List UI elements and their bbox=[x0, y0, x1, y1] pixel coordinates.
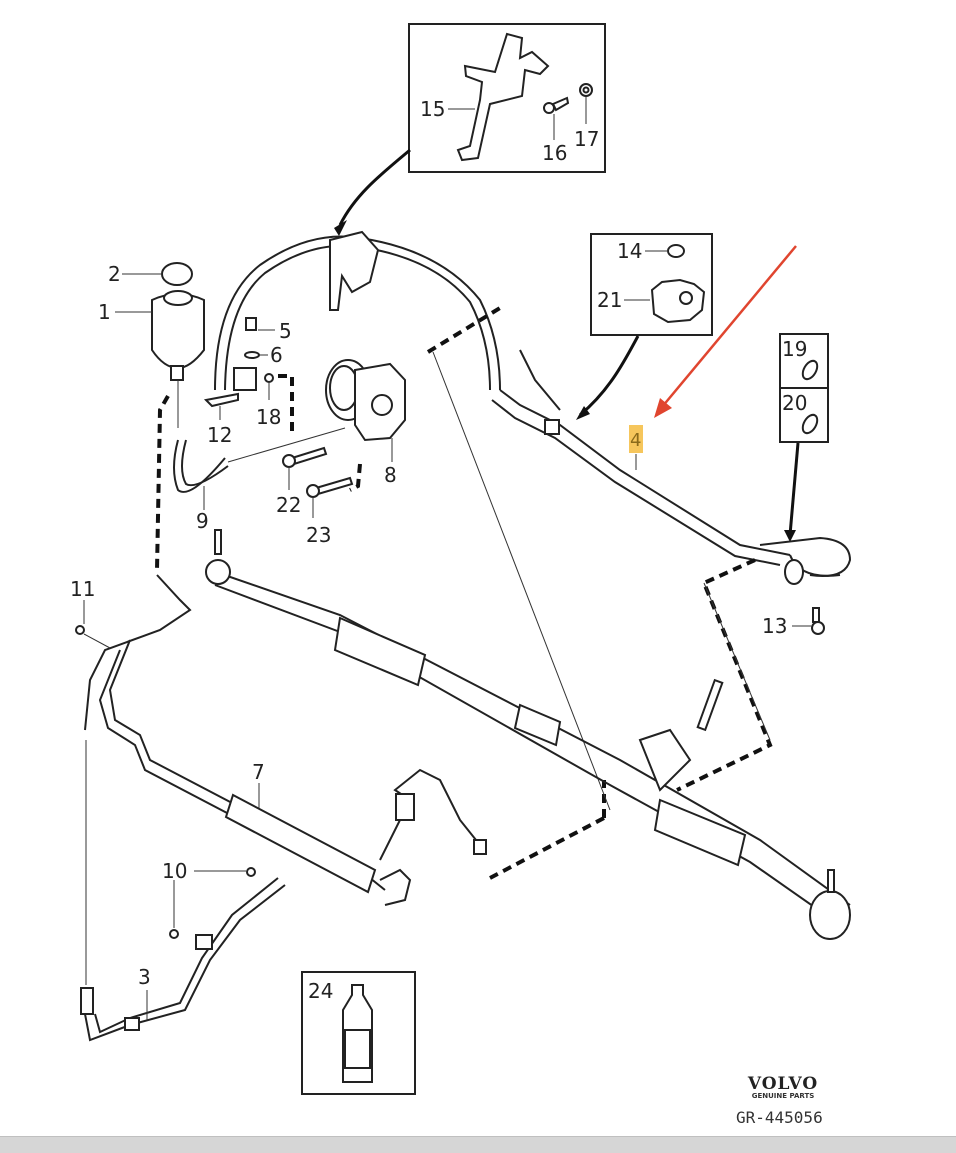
bolt-part-16[interactable] bbox=[543, 96, 570, 114]
red-arrowhead bbox=[654, 398, 672, 418]
cooler-pipe-part-7[interactable] bbox=[84, 574, 487, 906]
brand-name: VOLVO bbox=[747, 1074, 819, 1094]
dashed-connector bbox=[155, 395, 170, 571]
callout-3: 3 bbox=[138, 965, 151, 989]
hose-clip[interactable] bbox=[329, 230, 380, 311]
callout-19: 19 bbox=[782, 337, 807, 361]
bolt-part-22[interactable] bbox=[282, 446, 328, 468]
callout-16: 16 bbox=[542, 141, 567, 165]
dashed-boundary bbox=[426, 306, 773, 880]
pointer-arrow-bracket bbox=[338, 148, 411, 226]
callout-14: 14 bbox=[617, 239, 642, 263]
callout-15: 15 bbox=[420, 97, 445, 121]
bracket-part[interactable] bbox=[456, 32, 550, 162]
hose-part-9[interactable] bbox=[173, 439, 226, 493]
bolt-part-23[interactable] bbox=[306, 476, 354, 498]
seal-part-19[interactable] bbox=[800, 358, 820, 381]
diagram-reference: GR-445056 bbox=[736, 1108, 823, 1127]
bolt-part-12[interactable] bbox=[203, 392, 239, 408]
callout-20: 20 bbox=[782, 391, 807, 415]
nut-part-10-lower[interactable] bbox=[169, 929, 179, 939]
callout-11: 11 bbox=[70, 577, 95, 601]
pump-part-8[interactable] bbox=[325, 359, 406, 442]
inset-fluid-box: 24 bbox=[301, 971, 416, 1095]
dashed-connector bbox=[349, 463, 362, 492]
callout-4: 4 bbox=[630, 430, 641, 451]
clamp-part-21[interactable] bbox=[650, 278, 706, 324]
clip-part-11[interactable] bbox=[75, 625, 85, 635]
inset-seals-box: 19 20 bbox=[779, 333, 829, 443]
callout-9: 9 bbox=[196, 509, 209, 533]
callout-12: 12 bbox=[207, 423, 232, 447]
callout-21: 21 bbox=[597, 288, 622, 312]
banjo-bolt-part-5[interactable] bbox=[245, 317, 257, 331]
callout-6: 6 bbox=[270, 343, 283, 367]
fitting-group: 5 6 12 18 bbox=[203, 317, 292, 447]
pointer-arrow-seals bbox=[788, 442, 800, 536]
callout-24: 24 bbox=[308, 979, 333, 1003]
nut-part-17[interactable] bbox=[579, 83, 593, 97]
arrowhead bbox=[784, 530, 796, 542]
window-bottom-bar bbox=[0, 1136, 956, 1153]
volvo-logo: VOLVO GENUINE PARTS bbox=[738, 1074, 828, 1100]
pressure-line-part-4[interactable] bbox=[491, 349, 791, 566]
washer-part-18[interactable] bbox=[264, 373, 274, 383]
pointer-arrow-clamp bbox=[579, 335, 640, 417]
red-pointer-arrow bbox=[661, 245, 797, 408]
callout-5: 5 bbox=[279, 319, 292, 343]
reservoir-assembly: 2 1 bbox=[98, 262, 205, 381]
arrowhead bbox=[576, 406, 590, 420]
callout-23: 23 bbox=[306, 523, 331, 547]
dashed-connector bbox=[278, 374, 294, 434]
nut-part-10-upper[interactable] bbox=[246, 867, 256, 877]
washer-part-6[interactable] bbox=[244, 351, 260, 359]
brand-subtitle: GENUINE PARTS bbox=[751, 1092, 815, 1100]
callout-18: 18 bbox=[256, 405, 281, 429]
seal-part-20[interactable] bbox=[800, 412, 820, 435]
inset-clamp-box: 14 21 bbox=[590, 233, 713, 336]
nut-part-14[interactable] bbox=[667, 244, 685, 258]
arrowhead bbox=[334, 220, 347, 236]
highlight-part-4 bbox=[629, 425, 643, 453]
callout-13: 13 bbox=[762, 614, 787, 638]
callout-2: 2 bbox=[108, 262, 121, 286]
fitting-right bbox=[759, 536, 852, 585]
callout-17: 17 bbox=[574, 127, 599, 151]
callout-1: 1 bbox=[98, 300, 111, 324]
callout-22: 22 bbox=[276, 493, 301, 517]
steering-rack[interactable] bbox=[205, 529, 851, 940]
callout-7: 7 bbox=[252, 760, 265, 784]
bolt-part-13[interactable] bbox=[811, 607, 825, 635]
return-pipe-part-3[interactable] bbox=[80, 740, 286, 1042]
callout-8: 8 bbox=[384, 463, 397, 487]
callout-10: 10 bbox=[162, 859, 187, 883]
inset-bracket-box: 15 16 17 bbox=[408, 23, 606, 173]
reservoir-cap-part-2[interactable] bbox=[161, 262, 193, 286]
